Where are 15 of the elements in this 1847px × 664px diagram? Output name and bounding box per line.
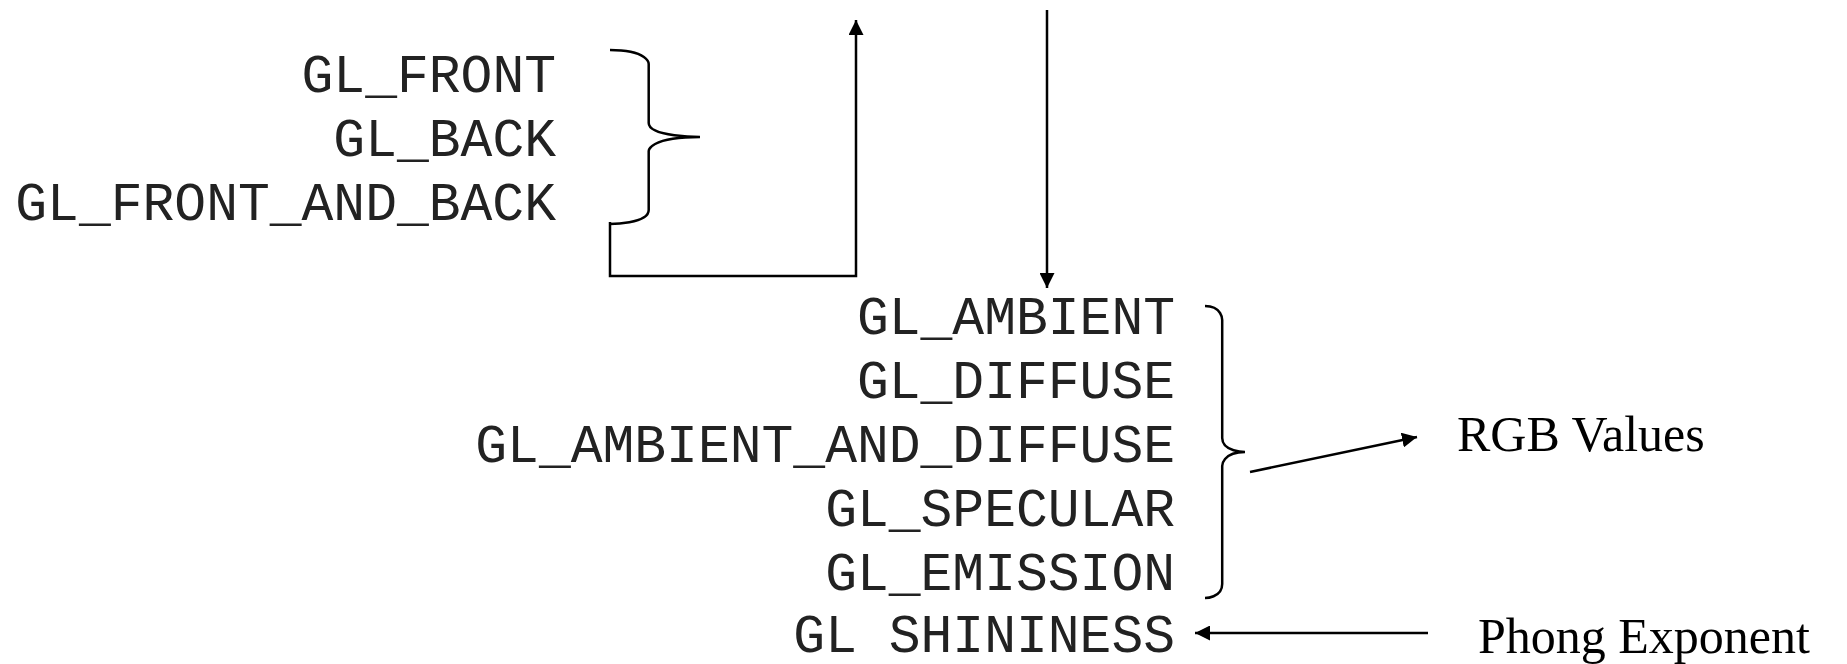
- code-label: GL_FRONT: [301, 47, 556, 110]
- arrow: [1039, 10, 1055, 288]
- code-label: GL_BACK: [333, 111, 556, 174]
- arrow: [1249, 432, 1418, 474]
- arrow: [1195, 625, 1428, 641]
- arrow: [608, 20, 864, 278]
- text-label: Phong Exponent: [1478, 608, 1811, 664]
- code-label: GL_DIFFUSE: [856, 353, 1175, 416]
- code-label: GL_SPECULAR: [825, 481, 1175, 544]
- code-label: GL_EMISSION: [825, 545, 1175, 608]
- code-label: GL SHININESS: [793, 612, 1175, 664]
- code-label: GL_AMBIENT_AND_DIFFUSE: [475, 417, 1175, 480]
- code-label: GL_AMBIENT: [856, 289, 1175, 352]
- code-label: GL_FRONT_AND_BACK: [15, 175, 556, 238]
- text-label: RGB Values: [1457, 406, 1706, 462]
